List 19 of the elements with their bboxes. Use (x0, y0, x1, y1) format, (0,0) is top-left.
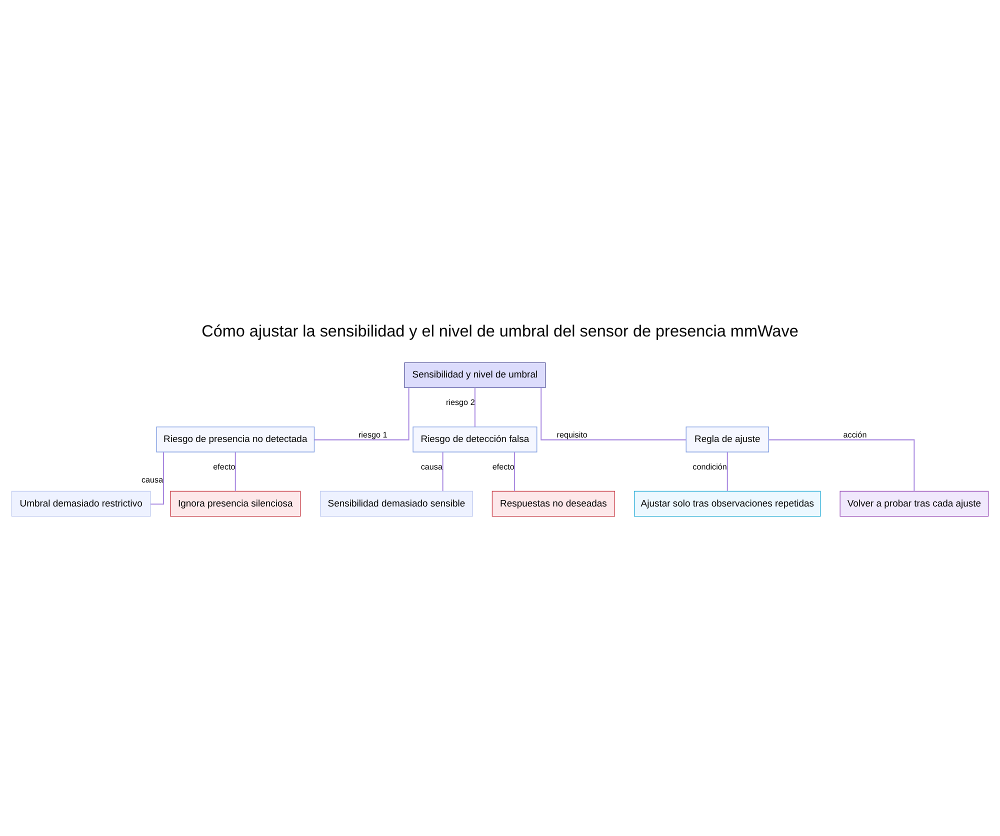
node-box: Umbral demasiado restrictivo (11, 490, 151, 516)
connector (474, 387, 476, 426)
node-box: Respuestas no deseadas (492, 490, 616, 516)
connector (442, 452, 444, 491)
node-box: Sensibilidad y nivel de umbral (404, 362, 546, 388)
connector (514, 452, 516, 491)
node-box: Ajustar solo tras observaciones repetidas (634, 490, 821, 516)
diagram-title: Cómo ajustar la sensibilidad y el nivel de umbral del sensor de presencia mmWave (202, 322, 798, 340)
node-box: Riesgo de presencia no detectada (156, 426, 315, 452)
node-box: Regla de ajuste (686, 426, 770, 452)
node-box: Volver a probar tras cada ajuste (840, 490, 989, 516)
node-box: Ignora presencia silenciosa (170, 490, 301, 516)
connector (768, 438, 915, 491)
connector (314, 387, 410, 440)
connector (726, 452, 728, 491)
connector (234, 452, 236, 491)
node-box: Riesgo de detección falsa (412, 426, 538, 452)
node-box: Sensibilidad demasiado sensible (320, 490, 473, 516)
connector (540, 387, 686, 440)
